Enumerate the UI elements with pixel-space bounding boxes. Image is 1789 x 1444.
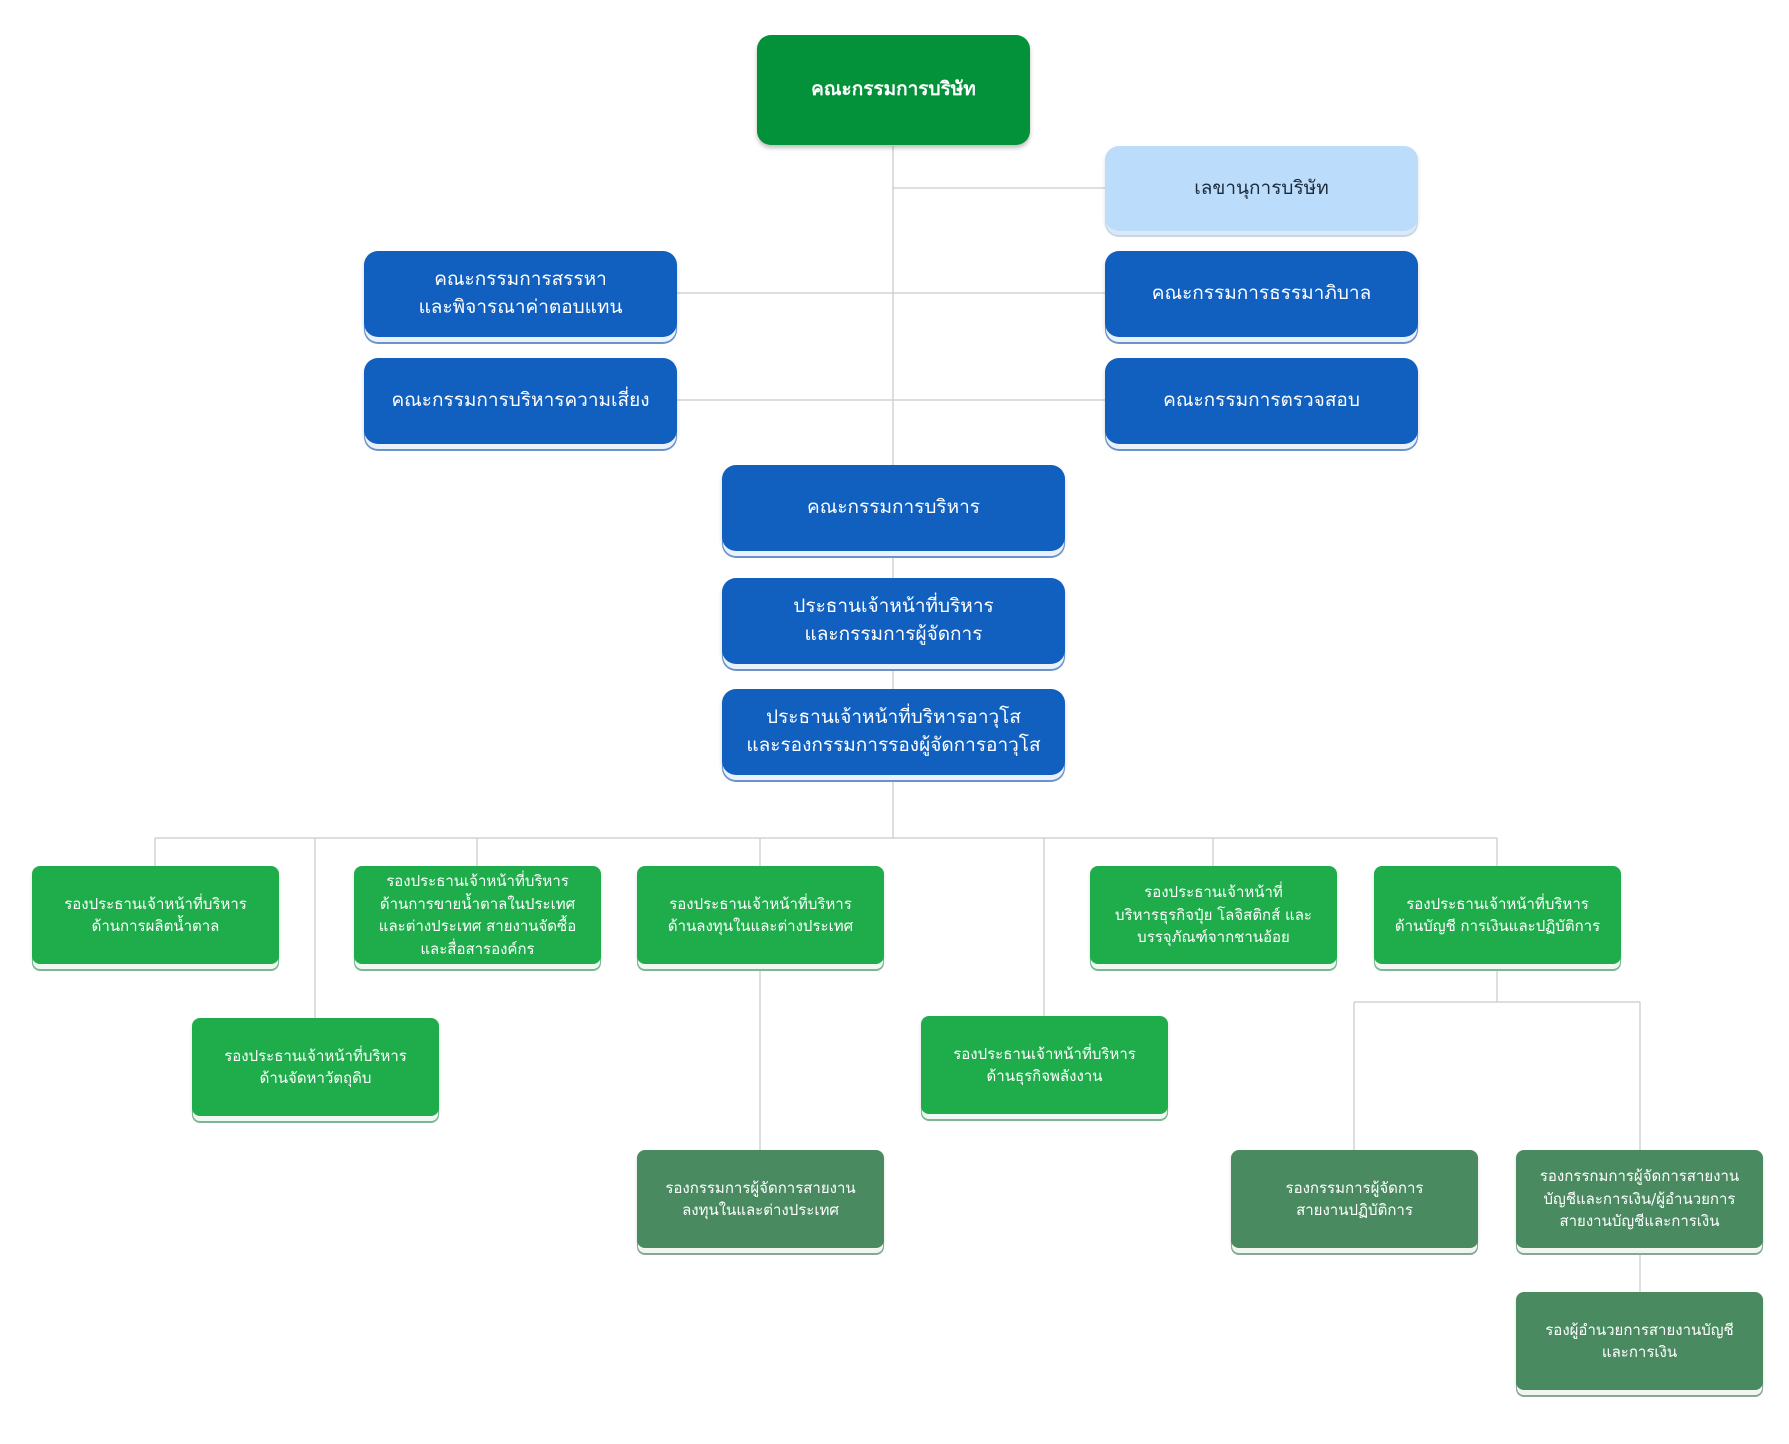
dm-investment-label: รองกรรมการผู้จัดการสายงาน ลงทุนในและต่าง… (665, 1178, 856, 1220)
company-secretary-label: เลขานุการบริษัท (1194, 176, 1329, 199)
dm-accounting-box: รองกรรกมการผู้จัดการสายงาน บัญชีและการเง… (1516, 1150, 1763, 1248)
vp-finance-label: รองประธานเจ้าหน้าที่บริหาร ด้านบัญชี การ… (1394, 894, 1601, 936)
dm-operations-box: รองกรรมการผู้จัดการ สายงานปฏิบัติการ (1231, 1150, 1478, 1248)
governance-committee-box: คณะกรรมการธรรมาภิบาล (1105, 251, 1418, 337)
executive-committee-label: คณะกรรมการบริหาร (806, 496, 981, 519)
board-of-directors-box: คณะกรรมการบริษัท (757, 35, 1030, 145)
vp-logistics-label: รองประธานเจ้าหน้าที่ บริหารธุรกิจปุ๋ย โล… (1115, 883, 1312, 947)
risk-committee-box: คณะกรรมการบริหารความเสี่ยง (364, 358, 677, 444)
vp-sales-label: รองประธานเจ้าหน้าที่บริหาร ด้านการขายน้ำ… (378, 872, 577, 958)
vp-sales-box: รองประธานเจ้าหน้าที่บริหาร ด้านการขายน้ำ… (354, 866, 601, 964)
audit-committee-label: คณะกรรมการตรวจสอบ (1163, 389, 1360, 412)
deputy-director-accounting-box: รองผู้อำนวยการสายงานบัญชี และการเงิน (1516, 1292, 1763, 1390)
vp-energy-box: รองประธานเจ้าหน้าที่บริหาร ด้านธุรกิจพลั… (921, 1016, 1168, 1114)
governance-committee-label: คณะกรรมการธรรมาภิบาล (1151, 282, 1372, 305)
vp-logistics-box: รองประธานเจ้าหน้าที่ บริหารธุรกิจปุ๋ย โล… (1090, 866, 1337, 964)
vp-investment-box: รองประธานเจ้าหน้าที่บริหาร ด้านลงทุนในแล… (637, 866, 884, 964)
vp-raw-material-box: รองประธานเจ้าหน้าที่บริหาร ด้านจัดหาวัตถ… (192, 1018, 439, 1116)
vp-finance-box: รองประธานเจ้าหน้าที่บริหาร ด้านบัญชี การ… (1374, 866, 1621, 964)
nomination-committee-label: คณะกรรมการสรรหา และพิจารณาค่าตอบแทน (418, 268, 623, 318)
dm-accounting-label: รองกรรกมการผู้จัดการสายงาน บัญชีและการเง… (1539, 1167, 1740, 1231)
ceo-box: ประธานเจ้าหน้าที่บริหาร และกรรมการผู้จัด… (722, 578, 1065, 664)
dm-operations-label: รองกรรมการผู้จัดการ สายงานปฏิบัติการ (1285, 1178, 1424, 1220)
vp-production-label: รองประธานเจ้าหน้าที่บริหาร ด้านการผลิตน้… (64, 894, 247, 936)
ceo-label: ประธานเจ้าหน้าที่บริหาร และกรรมการผู้จัด… (793, 595, 994, 645)
senior-ceo-box: ประธานเจ้าหน้าที่บริหารอาวุโส และรองกรรม… (722, 689, 1065, 775)
executive-committee-box: คณะกรรมการบริหาร (722, 465, 1065, 551)
vp-production-box: รองประธานเจ้าหน้าที่บริหาร ด้านการผลิตน้… (32, 866, 279, 964)
audit-committee-box: คณะกรรมการตรวจสอบ (1105, 358, 1418, 444)
risk-committee-label: คณะกรรมการบริหารความเสี่ยง (391, 389, 650, 412)
vp-energy-label: รองประธานเจ้าหน้าที่บริหาร ด้านธุรกิจพลั… (953, 1044, 1136, 1086)
senior-ceo-label: ประธานเจ้าหน้าที่บริหารอาวุโส และรองกรรม… (746, 706, 1041, 756)
vp-raw-material-label: รองประธานเจ้าหน้าที่บริหาร ด้านจัดหาวัตถ… (224, 1046, 407, 1088)
board-of-directors-label: คณะกรรมการบริษัท (811, 78, 976, 101)
company-secretary-box: เลขานุการบริษัท (1105, 146, 1418, 231)
nomination-committee-box: คณะกรรมการสรรหา และพิจารณาค่าตอบแทน (364, 251, 677, 337)
vp-investment-label: รองประธานเจ้าหน้าที่บริหาร ด้านลงทุนในแล… (667, 894, 854, 936)
dm-investment-box: รองกรรมการผู้จัดการสายงาน ลงทุนในและต่าง… (637, 1150, 884, 1248)
deputy-director-accounting-label: รองผู้อำนวยการสายงานบัญชี และการเงิน (1545, 1320, 1734, 1362)
